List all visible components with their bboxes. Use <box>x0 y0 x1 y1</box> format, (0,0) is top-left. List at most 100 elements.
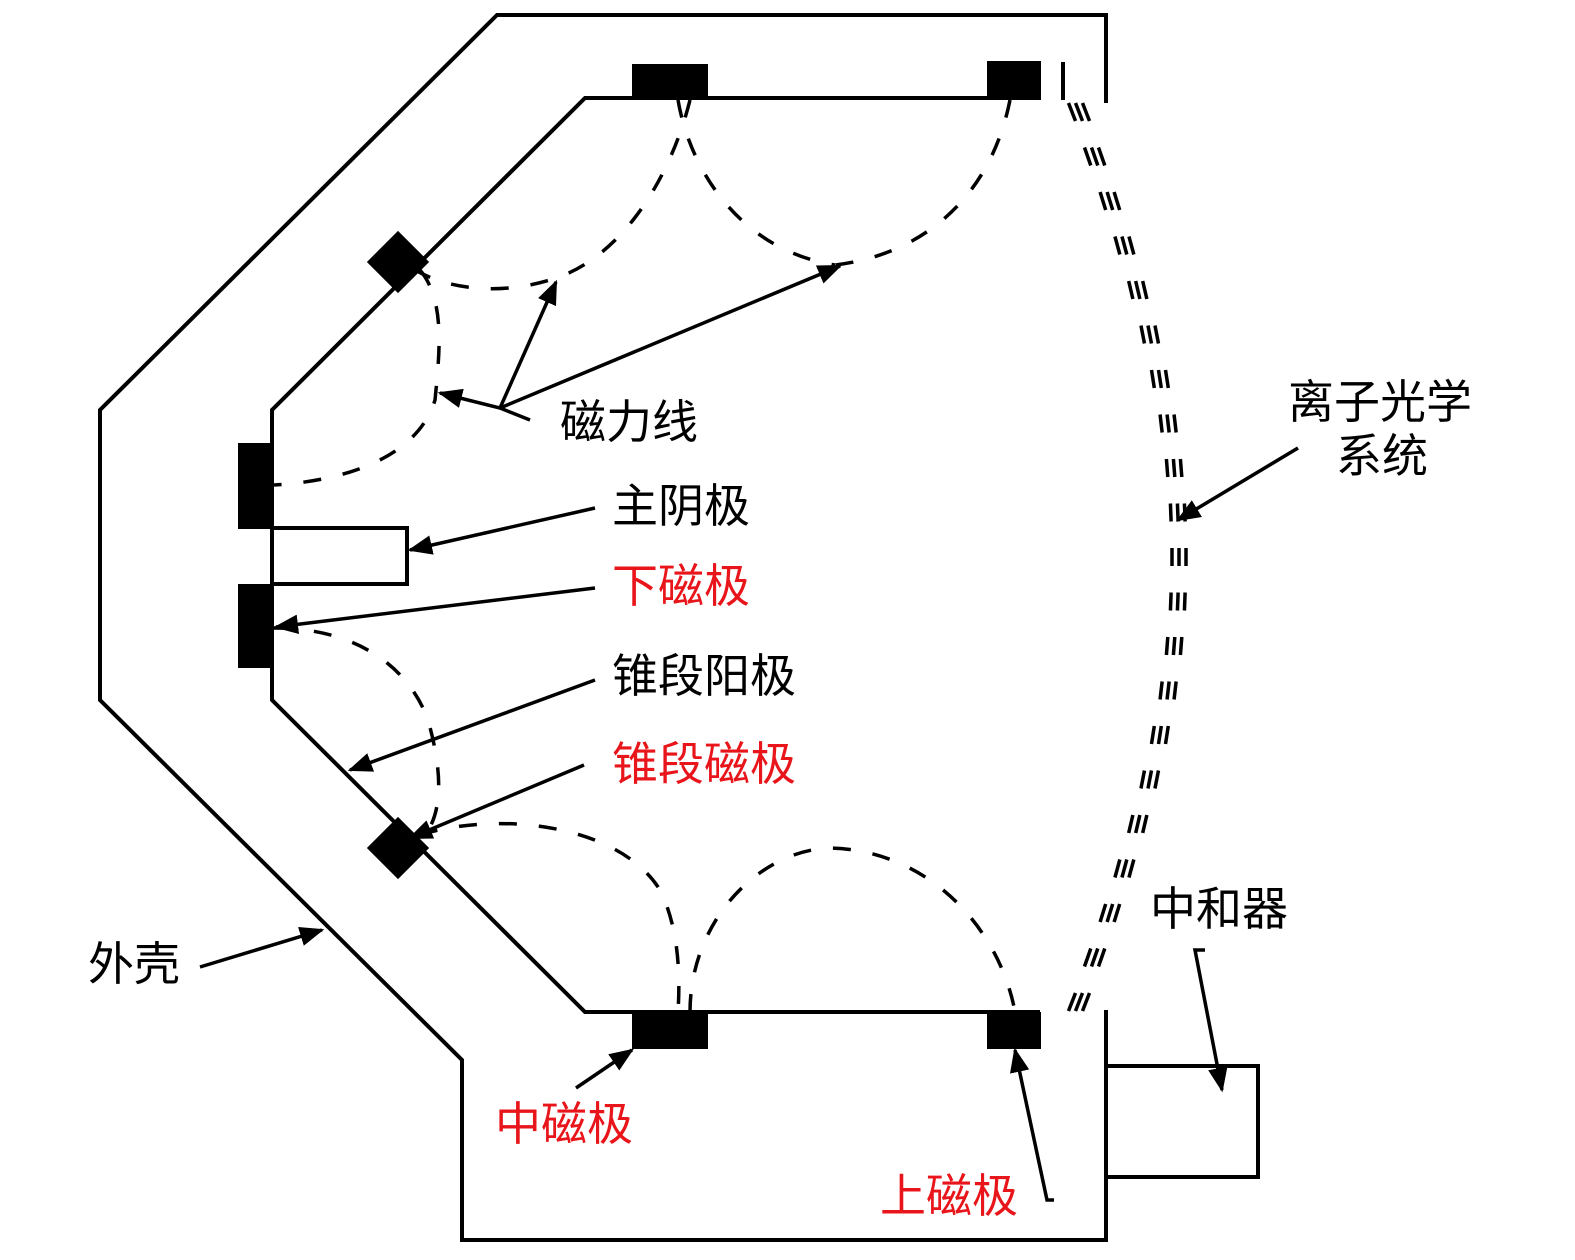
pole-block-top-left <box>632 64 708 100</box>
ion-grid-mark <box>1172 681 1178 700</box>
ion-grid-mark <box>1182 503 1187 522</box>
ion-grid-mark <box>1126 280 1135 300</box>
ion-grid-mark <box>1172 414 1178 433</box>
field-line <box>688 846 1017 1013</box>
ion-grid-mark <box>1073 992 1085 1012</box>
ion-grid-mark <box>1146 770 1154 789</box>
cone-pole-block-upper <box>366 230 430 294</box>
upper-pole-block <box>987 1012 1041 1049</box>
ion-grid-mark <box>1146 325 1154 344</box>
main-cathode-body <box>270 526 409 586</box>
ion-grid-mark <box>1127 236 1136 255</box>
ion-grid-mark <box>1153 770 1161 789</box>
label-main-cathode: 主阴极 <box>612 479 750 533</box>
ion-grid-mark <box>1080 102 1092 122</box>
leader-lower-pole <box>273 586 596 635</box>
ion-grid-mark <box>1089 947 1100 968</box>
field-line <box>273 268 441 487</box>
ion-grid-mark <box>1120 859 1129 878</box>
ion-grid-mark <box>1127 859 1136 878</box>
field-line <box>676 99 836 267</box>
ion-grid-mark <box>1073 102 1085 122</box>
neutralizer-body <box>1104 1064 1260 1179</box>
leader-middle-pole <box>575 1048 635 1090</box>
ion-grid-mark <box>1082 947 1093 968</box>
ion-grid-mark <box>1171 458 1177 478</box>
label-field-lines: 磁力线 <box>560 395 698 449</box>
field-line <box>834 99 1012 267</box>
label-cone-anode: 锥段阳极 <box>612 649 796 703</box>
label-upper-pole: 上磁极 <box>880 1169 1018 1223</box>
ion-grid-mark <box>1112 903 1122 923</box>
ion-grid-mark <box>1096 947 1107 968</box>
leader-neutralizer <box>1192 948 1228 1093</box>
ion-grid-mark <box>1156 369 1164 389</box>
ion-grid-mark <box>1126 814 1135 834</box>
ion-grid-mark <box>1112 191 1122 211</box>
ion-grid-mark <box>1133 814 1142 834</box>
ion-grid-mark <box>1133 280 1142 300</box>
ion-grid-mark <box>1082 146 1093 167</box>
ion-grid-mark <box>1149 725 1157 745</box>
lower-pole-block-upper <box>238 443 274 529</box>
leader-shell <box>199 927 325 969</box>
ion-grid-mark <box>1113 859 1122 878</box>
ion-grid-mark <box>1178 458 1184 478</box>
ion-grid-mark <box>1066 102 1078 122</box>
ion-grid-mark <box>1165 681 1171 700</box>
ion-grid-mark <box>1139 770 1147 789</box>
ion-grid-mark <box>1113 236 1122 255</box>
leader-upper-pole <box>1010 1047 1054 1202</box>
field-line <box>273 626 441 837</box>
ion-grid-mark <box>1096 146 1107 167</box>
ion-grid-mark <box>1140 814 1149 834</box>
cone-pole-block-lower <box>366 816 430 880</box>
ion-grid-mark <box>1098 903 1108 923</box>
leader-ion-optics <box>1175 446 1299 522</box>
label-lower-pole: 下磁极 <box>612 559 750 613</box>
ion-grid-mark <box>1080 992 1092 1012</box>
label-neutralizer: 中和器 <box>1150 882 1288 936</box>
ion-grid-mark <box>1163 725 1171 745</box>
leader-cone-anode <box>347 678 596 772</box>
outer-shell <box>98 13 1108 1242</box>
label-cone-pole: 锥段磁极 <box>612 737 796 791</box>
ion-grid-mark <box>1149 369 1157 389</box>
ion-grid-mark <box>1158 681 1164 700</box>
leader-field-lines-1 <box>498 279 558 409</box>
leader-field-lines-2 <box>499 264 843 410</box>
lower-pole-block-lower <box>238 584 274 668</box>
ion-grid-mark <box>1153 325 1161 344</box>
ion-grid-mark <box>1158 414 1164 433</box>
ion-grid-mark <box>1164 458 1170 478</box>
ion-optics-grid <box>1066 102 1188 1012</box>
ion-grid-mark <box>1178 636 1184 656</box>
ion-grid-mark <box>1156 725 1164 745</box>
label-ion-optics-line1: 离子光学 <box>1288 375 1472 429</box>
ion-grid-mark <box>1105 903 1115 923</box>
ion-grid-mark <box>1139 325 1147 344</box>
field-line <box>414 99 692 291</box>
middle-pole-block <box>632 1012 708 1049</box>
ion-grid-mark <box>1066 992 1078 1012</box>
ion-grid-mark <box>1168 592 1173 611</box>
label-shell: 外壳 <box>88 937 180 991</box>
leader-field-lines-3 <box>437 388 531 422</box>
ion-grid-mark <box>1165 414 1171 433</box>
label-ion-optics-line2: 系统 <box>1336 429 1428 483</box>
ion-grid-mark <box>1175 592 1180 611</box>
ion-grid-mark <box>1164 636 1170 656</box>
label-middle-pole: 中磁极 <box>495 1097 633 1151</box>
ion-grid-mark <box>1140 280 1149 300</box>
ion-grid-mark <box>1168 503 1173 522</box>
field-line <box>419 821 681 1013</box>
ion-grid-mark <box>1171 636 1177 656</box>
ion-grid-mark <box>1089 146 1100 167</box>
ion-grid-mark <box>1163 369 1171 389</box>
ion-grid-mark <box>1105 191 1115 211</box>
pole-block-top-right <box>987 61 1041 100</box>
leader-main-cathode <box>407 506 596 555</box>
ion-grid-mark <box>1098 191 1108 211</box>
ion-grid-mark <box>1182 592 1187 611</box>
